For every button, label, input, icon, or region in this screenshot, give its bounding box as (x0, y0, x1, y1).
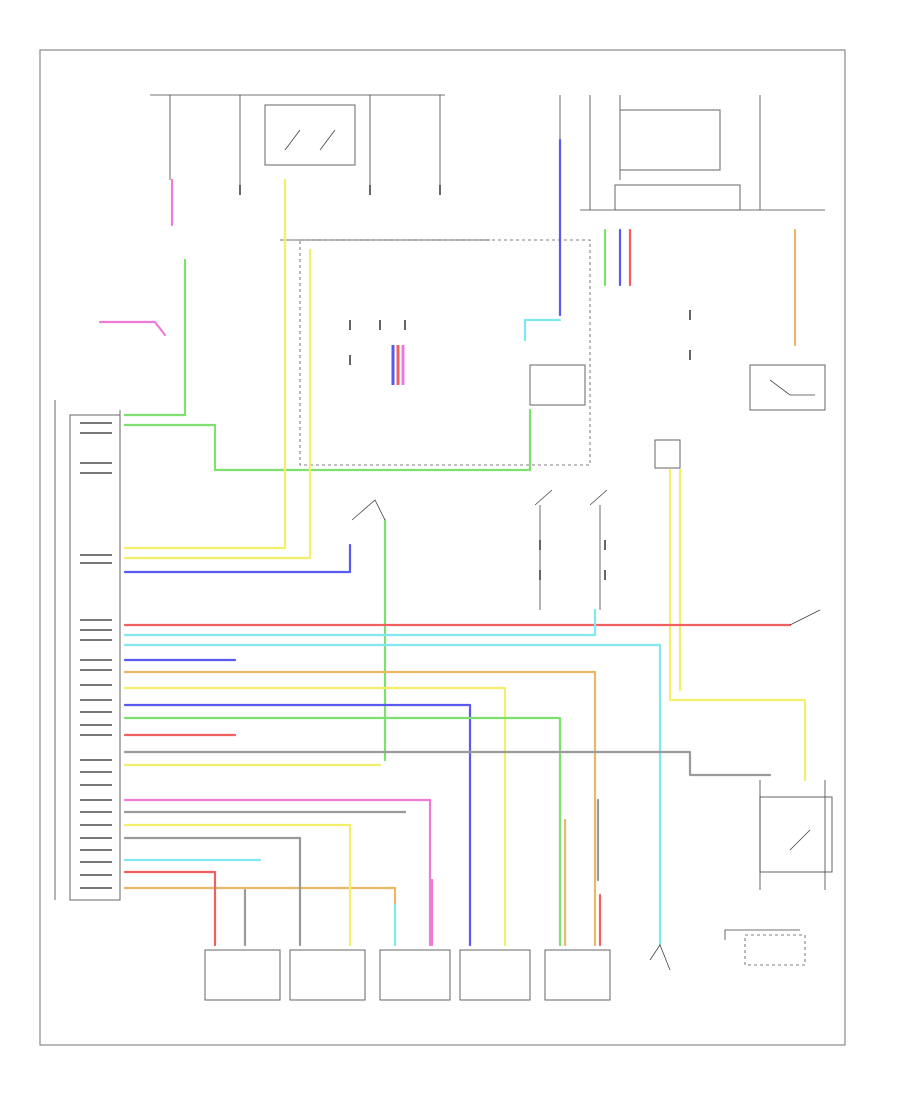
hood-switch-symbol (789, 609, 821, 626)
ecu-pin-labels (69, 414, 121, 901)
wire-blue-rear (123, 703, 472, 947)
trunk-latch-switch-symbol (589, 489, 608, 506)
wire-red-lower (123, 870, 217, 947)
connector-block-right (614, 184, 741, 211)
wire-yellow-h (123, 686, 507, 947)
wire-blue-1 (123, 543, 352, 574)
diagram-frame (39, 49, 846, 1046)
wire-yellow-1 (123, 178, 287, 550)
driver-side-unit (289, 949, 366, 1001)
door-lock-switch-symbol (351, 499, 386, 521)
wire-lightblue-top (523, 318, 562, 342)
sensor-switch-symbol (769, 379, 815, 396)
ground-wire-right (724, 929, 800, 940)
wire-yellow-2 (123, 248, 312, 560)
wire-gray-3 (123, 836, 302, 947)
wire-green-rear (123, 716, 562, 947)
wires (98, 138, 807, 947)
rear-right-unit (544, 949, 611, 1001)
relay-contact (789, 829, 811, 851)
wire-green-center (123, 408, 532, 472)
pin-label-marks (80, 422, 112, 889)
power-bus (150, 94, 825, 241)
trunk-switch-symbol (534, 489, 553, 506)
wire-lightblue-1 (123, 608, 597, 637)
wire-yellow-h2 (123, 823, 352, 947)
wire-orange-1 (123, 670, 597, 947)
ground-symbol-right (649, 944, 671, 971)
rear-left-unit (459, 949, 531, 1001)
ecu-connector (54, 400, 121, 901)
top-right-module (619, 109, 721, 171)
small-relay (654, 439, 681, 469)
wire-gray-1 (123, 750, 772, 777)
bottom-right-connector (744, 934, 806, 966)
front-right-unit (379, 949, 451, 1001)
multicolor-connector (391, 345, 405, 385)
wire-yellow-right (668, 468, 807, 782)
connector-marks (239, 185, 691, 580)
front-left-unit (204, 949, 281, 1001)
rear-window-relay (759, 796, 833, 873)
relay-box-left (264, 104, 356, 166)
switch-symbols (351, 379, 821, 971)
right-sensor-box (749, 364, 826, 411)
wire-lightblue-2 (123, 643, 662, 947)
control-sub-box (529, 364, 586, 406)
wire-green-left (123, 258, 187, 417)
wire-pink-lower (123, 798, 432, 947)
wire-pink-left (98, 320, 167, 337)
relay-switch-contacts (284, 129, 336, 151)
wire-orange-2 (123, 886, 397, 907)
control-unit-box (299, 239, 591, 466)
